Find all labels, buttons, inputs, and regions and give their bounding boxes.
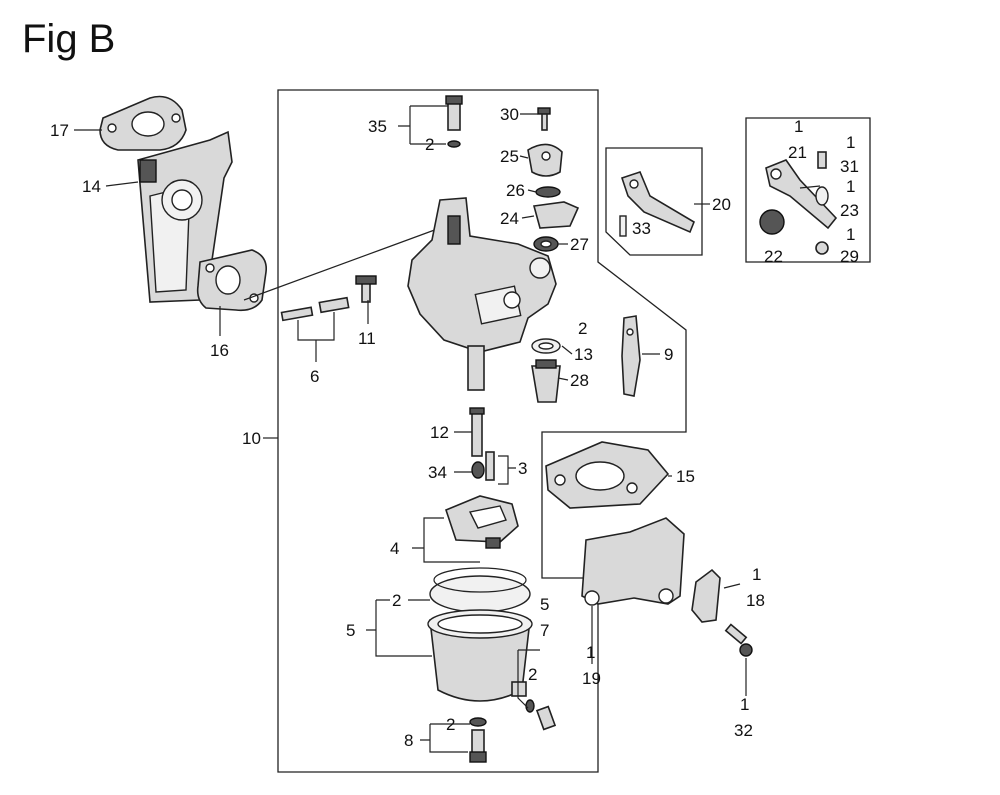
callout-28: 28 [570, 371, 589, 390]
callout-29: 29 [840, 247, 859, 266]
bolt-32 [724, 623, 753, 657]
o-ring-2-top [447, 140, 461, 148]
callout-11: 11 [358, 329, 376, 348]
callout-26: 26 [506, 181, 525, 200]
callout-35: 35 [368, 117, 387, 136]
guard-19 [581, 517, 685, 606]
leader-lines [74, 105, 821, 753]
callout-7: 7 [540, 621, 549, 640]
gasket-27 [533, 236, 559, 252]
callout-4: 4 [390, 539, 399, 558]
spring-22 [759, 209, 785, 235]
screw-set-6 [280, 296, 350, 322]
spring-34 [471, 461, 485, 479]
float-bowl-5 [427, 575, 533, 702]
figure-title: Fig B [22, 17, 115, 61]
spring-26 [535, 186, 561, 198]
screw-35 [445, 95, 463, 131]
callout-1-b: 1 [846, 133, 855, 152]
callout-1-a: 1 [794, 117, 803, 136]
callout-12: 12 [430, 423, 449, 442]
callout-1-g: 1 [740, 695, 749, 714]
screw-11 [355, 275, 377, 303]
callout-13: 13 [574, 345, 593, 364]
carburetor-assembly-box [277, 89, 687, 773]
callout-25: 25 [500, 147, 519, 166]
insulator-15 [545, 441, 670, 509]
callout-27: 27 [570, 235, 589, 254]
callout-1-c: 1 [846, 177, 855, 196]
callout-9: 9 [664, 345, 673, 364]
callout-1-e: 1 [586, 643, 595, 662]
drain-screw-7 [525, 699, 557, 731]
bolt-8 [469, 717, 487, 763]
callout-2-b: 2 [578, 319, 587, 338]
callout-2-c: 2 [392, 591, 401, 610]
throttle-lever-21 [765, 159, 838, 230]
callout-20: 20 [712, 195, 731, 214]
callout-8: 8 [404, 731, 413, 750]
screw-3 [485, 451, 495, 481]
clip-18 [691, 568, 721, 623]
callout-34: 34 [428, 463, 447, 482]
gasket-2-bowl [433, 567, 527, 593]
float-4 [445, 495, 519, 549]
callout-6: 6 [310, 367, 319, 386]
gasket-16-alignment-line [243, 227, 441, 301]
callout-1-f: 1 [752, 565, 761, 584]
callout-3: 3 [518, 459, 527, 478]
pin-33 [619, 215, 627, 237]
callout-14: 14 [82, 177, 101, 196]
callout-23: 23 [840, 201, 859, 220]
throttle-lever-box [745, 117, 871, 263]
callout-15: 15 [676, 467, 695, 486]
bushing-23 [815, 186, 829, 206]
washer-29 [815, 241, 829, 255]
callout-10: 10 [242, 429, 261, 448]
screw-31 [817, 151, 827, 169]
o-ring-13 [531, 338, 561, 354]
callout-30: 30 [500, 105, 519, 124]
callout-32: 32 [734, 721, 753, 740]
screw-30 [537, 107, 551, 131]
callout-19: 19 [582, 669, 601, 688]
gasket-17 [99, 95, 187, 151]
callout-31: 31 [840, 157, 859, 176]
main-jet-12 [469, 407, 485, 457]
gasket-16 [196, 249, 268, 312]
float-needle-28 [531, 359, 561, 403]
choke-lever-20 [620, 171, 695, 234]
callout-16: 16 [210, 341, 229, 360]
choke-lever-box [605, 147, 703, 256]
callout-labels: 17 14 16 6 11 10 35 2 30 25 26 24 27 2 1… [50, 105, 859, 750]
diaphragm-24 [532, 201, 580, 229]
callout-17: 17 [50, 121, 69, 140]
callout-24: 24 [500, 209, 519, 228]
callout-5-b: 5 [540, 595, 549, 614]
callout-22: 22 [764, 247, 783, 266]
callout-2-e: 2 [446, 715, 455, 734]
callout-2-d: 2 [528, 665, 537, 684]
lever-9 [621, 315, 641, 397]
callout-5-a: 5 [346, 621, 355, 640]
callout-2-a: 2 [425, 135, 434, 154]
callout-33: 33 [632, 219, 651, 238]
carburetor-body [407, 197, 557, 391]
cover-25 [527, 143, 563, 177]
callout-18: 18 [746, 591, 765, 610]
callout-1-d: 1 [846, 225, 855, 244]
callout-21: 21 [788, 143, 807, 162]
